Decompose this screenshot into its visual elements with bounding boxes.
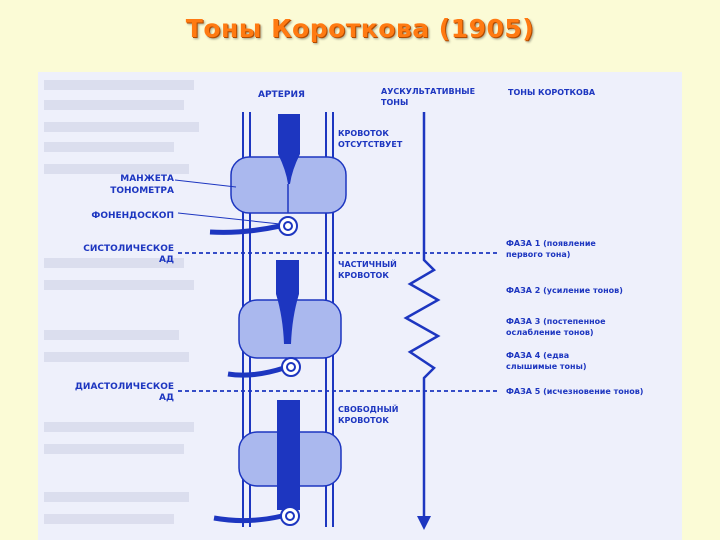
flow-none: КРОВОТОК <box>338 129 389 138</box>
phase-5: ФАЗА 5 (исчезновение тонов) <box>506 387 643 396</box>
flow-free: СВОБОДНЫЙ <box>338 403 398 414</box>
label-systolic-ad: АД <box>159 255 174 265</box>
arrow-down-icon <box>417 516 431 530</box>
phase-3: ФАЗА 3 (постепенное <box>506 317 606 326</box>
flow-partial: ЧАСТИЧНЫЙ <box>338 258 397 269</box>
label-phonendoscope: ФОНЕНДОСКОП <box>91 211 174 221</box>
slide-title: Тоны Короткова (1905) <box>185 14 535 43</box>
blood-flow-free <box>277 400 300 510</box>
header-auscultatory: АУСКУЛЬТАТИВНЫЕ <box>381 87 475 96</box>
phase-4-desc: слышимые тоны) <box>506 362 586 371</box>
flow-free-2: КРОВОТОК <box>338 416 389 425</box>
header-korotkov: ТОНЫ КОРОТКОВА <box>508 88 596 97</box>
phase-4: ФАЗА 4 (едва <box>506 351 569 360</box>
label-diastolic: ДИАСТОЛИЧЕСКОЕ <box>75 382 174 392</box>
phase-1: ФАЗА 1 (появление <box>506 239 596 248</box>
header-auscultatory-tones: ТОНЫ <box>381 98 408 107</box>
flow-none-2: ОТСУТСТВУЕТ <box>338 140 403 149</box>
phase-1-desc: первого тона) <box>506 250 570 259</box>
phonendoscope-1 <box>209 216 298 236</box>
label-systolic: СИСТОЛИЧЕСКОЕ <box>83 244 174 254</box>
label-cuff: МАНЖЕТА <box>120 174 174 184</box>
blood-flow-partial <box>276 260 299 344</box>
label-diastolic-ad: АД <box>159 393 174 403</box>
leader-lines <box>174 179 281 225</box>
background-texture <box>44 80 199 524</box>
phonendoscope-3 <box>213 506 300 526</box>
auscultatory-sound-trace <box>403 112 441 518</box>
korotkov-diagram: АРТЕРИЯ АУСКУЛЬТАТИВНЫЕ ТОНЫ ТОНЫ КОРОТК… <box>38 72 682 540</box>
flow-partial-2: КРОВОТОК <box>338 271 389 280</box>
label-cuff-tonometer: ТОНОМЕТРА <box>110 186 174 196</box>
phase-2: ФАЗА 2 (усиление тонов) <box>506 286 623 295</box>
phonendoscope-2 <box>227 357 301 378</box>
phase-3-desc: ослабление тонов) <box>506 327 594 337</box>
header-artery: АРТЕРИЯ <box>258 90 305 100</box>
blood-flow-occluded <box>278 114 300 184</box>
